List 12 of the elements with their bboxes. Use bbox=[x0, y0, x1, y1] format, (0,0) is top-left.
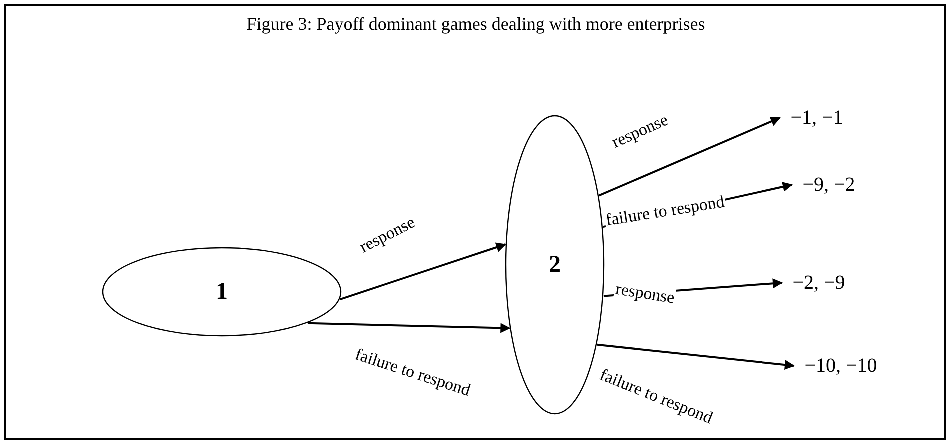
payoff-label: −1, −1 bbox=[790, 106, 844, 130]
arrow bbox=[598, 116, 781, 197]
payoff-label: −10, −10 bbox=[804, 354, 878, 378]
decision-node-ellipse bbox=[102, 247, 342, 337]
player-number: 1 bbox=[216, 278, 228, 306]
payoff-label: −2, −9 bbox=[792, 272, 846, 294]
arrow bbox=[597, 344, 795, 370]
payoff-label: −9, −2 bbox=[802, 174, 856, 196]
arrow bbox=[340, 242, 506, 300]
figure-title: Figure 3: Payoff dominant games dealing with more enterprises bbox=[246, 14, 706, 35]
player-number: 2 bbox=[549, 252, 561, 278]
arrow bbox=[308, 322, 511, 334]
